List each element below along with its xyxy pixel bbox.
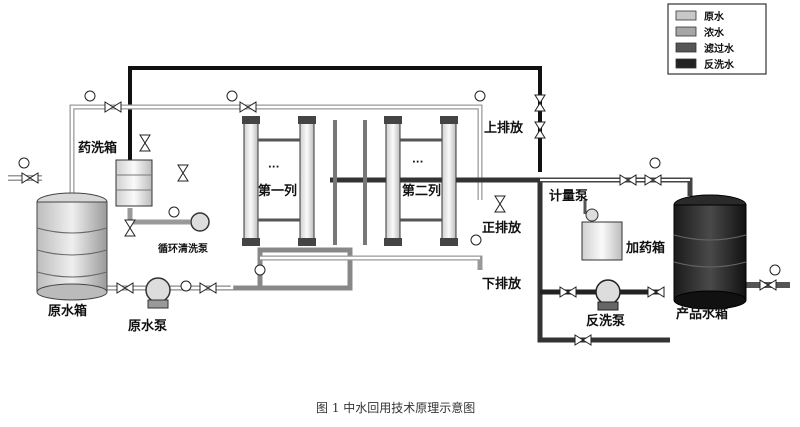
row1-dots: ··· <box>268 162 279 173</box>
legend-label-0: 原水 <box>704 10 725 23</box>
product-water-tank <box>673 194 747 310</box>
membrane-columns-row1 <box>242 116 316 246</box>
filtrate-pipe <box>330 177 670 343</box>
pressure-gauge-icons <box>18 90 781 292</box>
chem-tank-label: 药洗箱 <box>78 140 117 156</box>
legend: 原水 浓水 滤过水 反洗水 <box>667 3 767 75</box>
front-drain-label: 正排放 <box>482 220 522 236</box>
row2-label: 第二列 <box>402 183 441 199</box>
backwash-pipe-top <box>128 66 542 200</box>
membrane-columns-row2 <box>384 116 458 246</box>
backwash-pump-label: 反洗泵 <box>586 313 625 329</box>
chem-wash-tank <box>115 159 153 207</box>
valve-icons <box>21 94 777 346</box>
legend-swatch-1 <box>675 26 697 37</box>
raw-water-tank <box>36 192 108 301</box>
row2-dots: ··· <box>412 157 423 168</box>
row1-label: 第一列 <box>258 183 297 199</box>
legend-swatch-3 <box>675 58 697 69</box>
dose-tank-label: 加药箱 <box>625 240 665 256</box>
raw-pump-icon <box>145 277 171 309</box>
product-tank-label: 产品水箱 <box>676 306 728 322</box>
top-drain-label: 上排放 <box>484 120 524 136</box>
circ-pump-label: 循环清洗泵 <box>158 242 209 255</box>
raw-pump-label: 原水泵 <box>128 318 167 334</box>
bottom-drain-pipe <box>260 255 483 270</box>
legend-swatch-0 <box>675 10 697 21</box>
raw-feed-pipe-outline <box>105 226 250 290</box>
dosing-tank <box>581 208 623 261</box>
legend-label-3: 反洗水 <box>704 58 735 71</box>
legend-swatch-2 <box>675 42 697 53</box>
chem-to-pump-pipe <box>127 208 190 225</box>
raw-feed-pipe <box>105 247 353 291</box>
bottom-drain-label: 下排放 <box>482 276 522 292</box>
meter-pump-label: 计量泵 <box>549 188 588 204</box>
backwash-pump-icon <box>595 279 621 311</box>
circ-pump-icon <box>190 212 210 232</box>
raw-tank-label: 原水箱 <box>48 303 87 319</box>
legend-label-2: 滤过水 <box>704 42 735 55</box>
legend-label-1: 浓水 <box>704 26 725 39</box>
figure-caption: 图 1 中水回用技术原理示意图 <box>316 400 475 415</box>
